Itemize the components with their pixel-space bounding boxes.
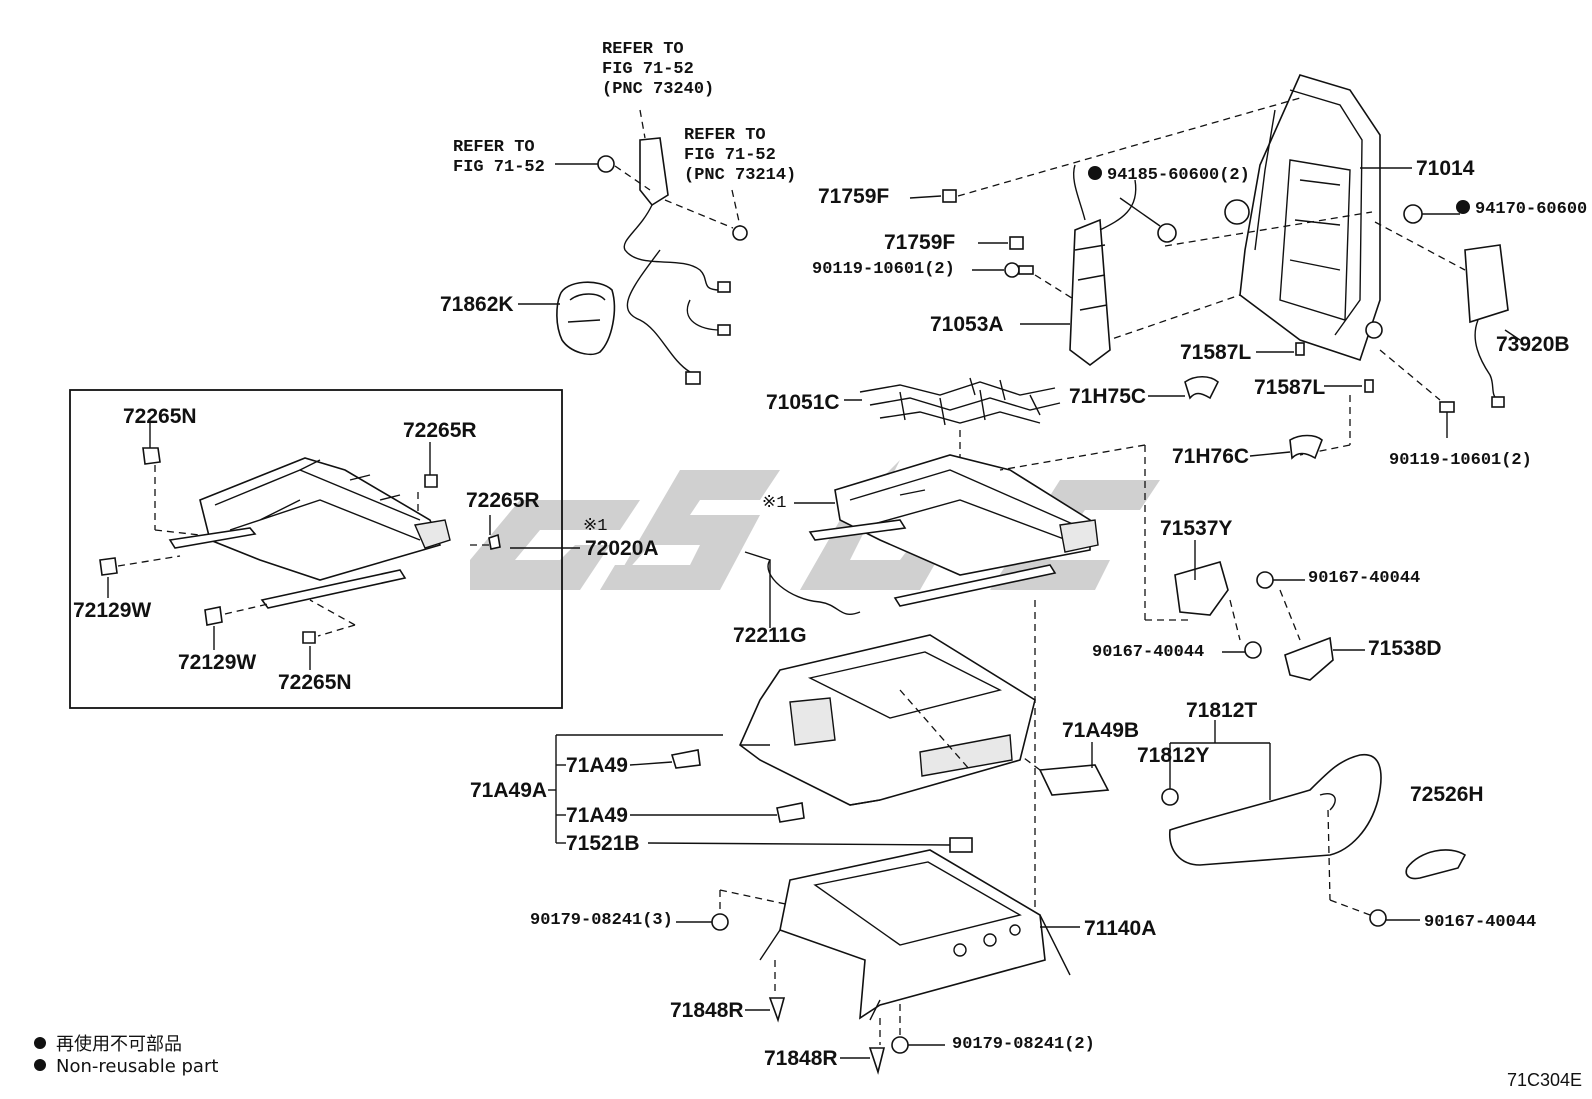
label-90119-10601: 90119-10601(2) (1389, 451, 1532, 470)
label-90167-40044: 90167-40044 (1308, 569, 1421, 588)
part-71862K (556, 281, 616, 356)
label-71014: 71014 (1416, 157, 1475, 180)
label-90179-08241: 90179-08241(3) (530, 911, 673, 930)
reference-note: REFER TO FIG 71-52 (453, 138, 545, 177)
label-94170-60600: 94170-60600 (1456, 200, 1587, 218)
label-94185-60600: 94185-60600(2) (1088, 166, 1250, 184)
label-71A49: 71A49 (566, 754, 628, 777)
seat-adjuster-in-box (168, 457, 451, 609)
label-71521B: 71521B (566, 832, 640, 855)
label-72265R: 72265R (403, 419, 477, 442)
label-71538D: 71538D (1368, 637, 1442, 660)
label-71848R: 71848R (670, 999, 744, 1022)
reference-note: REFER TO FIG 71-52 (PNC 73214) (684, 126, 797, 185)
label-72211G: 72211G (733, 624, 807, 647)
label-71537Y: 71537Y (1160, 517, 1233, 540)
label-71812T: 71812T (1186, 699, 1258, 722)
seat-cushion-pan (739, 634, 1036, 806)
bolt-90119-a (1004, 262, 1034, 278)
label-71A49B: 71A49B (1062, 719, 1140, 742)
legend-japanese: 再使用不可部品 (34, 1030, 182, 1056)
label-90167-40044: 90167-40044 (1092, 643, 1205, 662)
figure-code: 71C304E (1506, 1070, 1582, 1090)
label-71759F: 71759F (884, 231, 956, 254)
non-reusable-dot (1088, 166, 1102, 180)
label-71587L: 71587L (1254, 376, 1326, 399)
legend-dot-icon (34, 1059, 46, 1071)
label-72129W: 72129W (178, 651, 257, 674)
label-72265R: 72265R (466, 489, 540, 512)
label-72129W: 72129W (73, 599, 152, 622)
label-72526H: 72526H (1410, 783, 1484, 806)
side-shield (1169, 753, 1382, 866)
label-71862K: 71862K (440, 293, 514, 316)
label-note-mark: ※1 (583, 517, 608, 536)
label-90179-08241: 90179-08241(2) (952, 1035, 1095, 1054)
label-71812Y: 71812Y (1137, 744, 1210, 767)
label-90119-10601: 90119-10601(2) (812, 260, 955, 279)
label-71H76C: 71H76C (1172, 445, 1250, 468)
seatback-frame (1224, 74, 1383, 362)
reference-note: REFER TO FIG 71-52 (PNC 73240) (602, 40, 715, 99)
label-note-mark: ※1 (762, 494, 787, 513)
label-71140A: 71140A (1084, 917, 1157, 940)
label-71051C: 71051C (766, 391, 840, 414)
label-72265N: 72265N (278, 671, 352, 694)
label-71H75C: 71H75C (1069, 385, 1147, 408)
non-reusable-dot (1456, 200, 1470, 214)
adjuster-group-box (69, 389, 563, 709)
label-71587L: 71587L (1180, 341, 1252, 364)
label-72020A: 72020A (585, 537, 659, 560)
clips-in-box (99, 447, 501, 644)
label-71848R: 71848R (764, 1047, 838, 1070)
label-71A49: 71A49 (566, 804, 628, 827)
knob-72526H (1405, 849, 1467, 880)
label-71759F: 71759F (818, 185, 890, 208)
seat-spring (859, 377, 1061, 426)
side-airbag (1464, 244, 1509, 408)
label-72265N: 72265N (123, 405, 197, 428)
label-71A49A: 71A49A (470, 779, 548, 802)
wire-72211G (744, 551, 861, 615)
bolt-90119-b (1439, 401, 1455, 428)
label-71053A: 71053A (930, 313, 1004, 336)
part-71053A (1069, 164, 1137, 366)
legend-english: Non-reusable part (34, 1056, 218, 1077)
seat-riser (759, 849, 1071, 1021)
label-90167-40044: 90167-40044 (1424, 913, 1537, 932)
seat-cushion-frame (808, 454, 1099, 607)
label-73920B: 73920B (1496, 333, 1570, 356)
legend-dot-icon (34, 1037, 46, 1049)
